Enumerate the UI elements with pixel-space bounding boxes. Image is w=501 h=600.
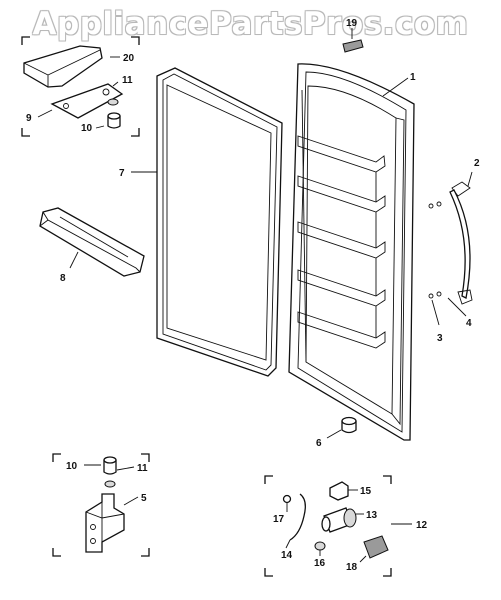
callout-3: 3	[437, 333, 443, 344]
door-panel-part	[288, 63, 415, 441]
callout-2: 2	[474, 158, 480, 169]
callout-9: 9	[26, 113, 32, 124]
wire-14-part	[289, 493, 306, 541]
callout-1: 1	[410, 72, 416, 83]
callout-11-upper: 11	[122, 75, 133, 86]
shelf-rail: 8	[39, 207, 145, 284]
callout-7: 7	[119, 168, 125, 179]
watermark-logo: AppliancePartsPros.com	[32, 6, 469, 42]
cover-18-part	[363, 535, 389, 559]
callout-8: 8	[60, 273, 66, 284]
clip-17-part	[282, 494, 292, 504]
door-gasket: 7	[119, 67, 283, 377]
callout-12: 12	[416, 520, 428, 531]
washer-16-part	[314, 541, 326, 551]
gasket-part	[156, 67, 283, 377]
callout-10-lower: 10	[66, 461, 78, 472]
callout-5: 5	[141, 493, 147, 504]
callout-20: 20	[123, 53, 135, 64]
bracket-15-part	[329, 481, 349, 501]
switch-kit-inset: 12 17 14 15 13 16 18	[264, 475, 428, 577]
callout-19: 19	[346, 18, 358, 29]
callout-11-lower: 11	[137, 463, 148, 474]
callout-18: 18	[346, 562, 358, 573]
callout-4: 4	[466, 318, 472, 329]
door-handle: 2 4 3	[428, 158, 480, 344]
handle-screw-upper	[428, 201, 442, 209]
door-assembly: 1	[288, 63, 416, 441]
callout-6: 6	[316, 438, 322, 449]
hinge-plate-part	[50, 83, 124, 119]
callout-10-upper: 10	[81, 123, 93, 134]
callout-16: 16	[314, 558, 326, 569]
callout-13: 13	[366, 510, 378, 521]
door-label: 19	[342, 18, 364, 53]
callout-17: 17	[273, 514, 285, 525]
washer-part	[107, 98, 119, 106]
handle-screw-lower	[428, 291, 442, 299]
lower-bushing-part	[103, 460, 117, 475]
rail-part	[39, 207, 145, 277]
label-part	[342, 39, 364, 53]
lower-hinge-inset: 10 11 5	[52, 453, 150, 557]
door-stop-bushing: 6	[316, 416, 357, 449]
handle-part	[449, 189, 471, 299]
upper-hinge-inset: 20 11 10 9	[21, 36, 140, 137]
callout-15: 15	[360, 486, 372, 497]
lower-washer-part	[104, 480, 116, 488]
callout-14: 14	[281, 550, 293, 561]
door-liner-shelves	[297, 135, 386, 349]
hinge-cover-part	[23, 45, 103, 88]
